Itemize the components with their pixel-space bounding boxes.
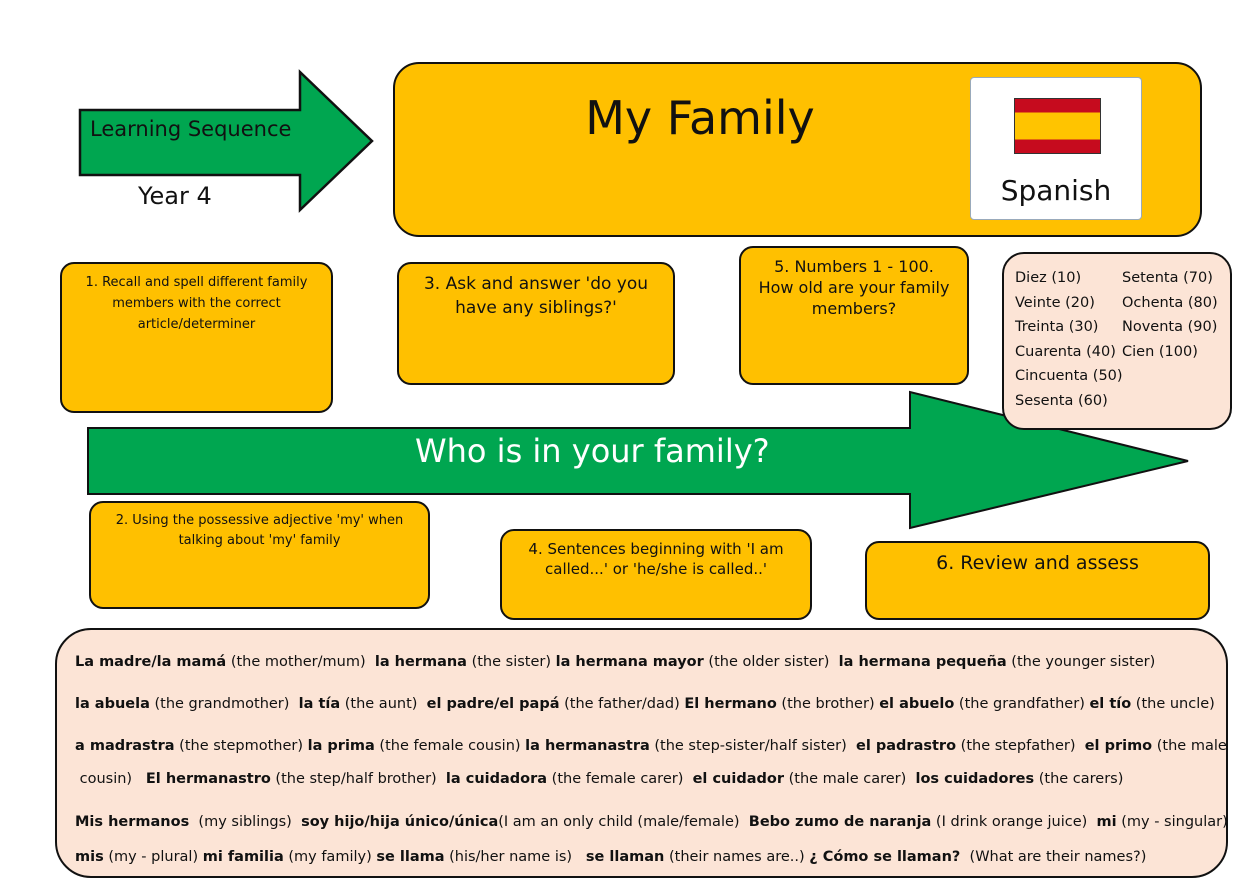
number-word: Cien (100) bbox=[1122, 343, 1198, 360]
vocab-spanish: a madrastra bbox=[75, 738, 175, 754]
vocab-spanish: el abuelo bbox=[879, 696, 955, 712]
step-5-box: 5. Numbers 1 - 100. How old are your fam… bbox=[739, 246, 969, 385]
page-title: My Family bbox=[585, 91, 815, 145]
vocab-english: (my - singular) bbox=[1116, 814, 1228, 830]
vocab-spanish: El hermano bbox=[684, 696, 777, 712]
vocab-spanish: ¿ Cómo se llaman? bbox=[809, 849, 961, 865]
number-word: Cincuenta (50) bbox=[1015, 368, 1123, 384]
vocab-spanish: el primo bbox=[1084, 738, 1153, 754]
number-word: Setenta (70) bbox=[1122, 270, 1213, 286]
step-5-text: 5. Numbers 1 - 100. How old are your fam… bbox=[758, 257, 950, 318]
vocab-english: (the step-sister/half sister) bbox=[649, 738, 857, 754]
vocab-english: (their names are..) bbox=[664, 849, 810, 865]
vocab-spanish: La madre/la mamá bbox=[75, 654, 227, 670]
step-3-text: 3. Ask and answer 'do you have any sibli… bbox=[423, 274, 649, 318]
number-word: Ochenta (80) bbox=[1122, 294, 1218, 311]
number-word: Noventa (90) bbox=[1122, 319, 1218, 335]
vocab-spanish: se llaman bbox=[585, 849, 665, 865]
vocab-english: (the grandmother) bbox=[149, 696, 299, 712]
main-arrow-label: Who is in your family? bbox=[415, 432, 770, 470]
language-card: Spanish bbox=[970, 77, 1142, 220]
learning-sequence-label: Learning Sequence bbox=[90, 117, 292, 141]
vocab-english: (the stepmother) bbox=[174, 738, 308, 754]
year-label: Year 4 bbox=[138, 182, 212, 210]
vocab-line: Mis hermanos (my siblings) soy hijo/hija… bbox=[75, 812, 1228, 833]
step-2-box: 2. Using the possessive adjective 'my' w… bbox=[89, 501, 430, 609]
vocab-english: (I drink orange juice) bbox=[931, 814, 1097, 830]
step-6-text: 6. Review and assess bbox=[936, 552, 1139, 574]
vocab-english: (my family) bbox=[283, 849, 377, 865]
vocab-english: (the younger sister) bbox=[1006, 654, 1156, 670]
vocab-line: la abuela (the grandmother) la tía (the … bbox=[75, 694, 1215, 715]
number-word: Sesenta (60) bbox=[1015, 392, 1108, 409]
vocab-english: (the mother/mum) bbox=[226, 654, 375, 670]
numbers-right-column: Setenta (70) Ochenta (80) Noventa (90) Cien… bbox=[1122, 266, 1218, 364]
learning-sequence-arrow bbox=[78, 69, 374, 213]
vocab-spanish: El hermanastro bbox=[145, 771, 271, 787]
number-word: Cuarenta (40) bbox=[1015, 343, 1116, 360]
step-4-box: 4. Sentences beginning with 'I am called… bbox=[500, 529, 812, 620]
vocab-spanish: la prima bbox=[307, 738, 375, 754]
vocab-english: cousin) bbox=[75, 771, 146, 787]
vocab-spanish: el padre/el papá bbox=[426, 696, 560, 712]
vocab-english: (the step/half brother) bbox=[270, 771, 446, 787]
vocab-english: (the sister) bbox=[466, 654, 556, 670]
vocab-english: (the grandfather) bbox=[954, 696, 1090, 712]
vocab-english: (my siblings) bbox=[189, 814, 302, 830]
vocab-english: (What are their names?) bbox=[960, 849, 1147, 865]
vocab-english: (the older sister) bbox=[703, 654, 839, 670]
vocab-spanish: la tía bbox=[298, 696, 341, 712]
vocab-english: (the carers) bbox=[1034, 771, 1124, 787]
step-3-box: 3. Ask and answer 'do you have any sibli… bbox=[397, 262, 675, 385]
vocab-line: La madre/la mamá (the mother/mum) la her… bbox=[75, 652, 1155, 673]
vocab-line: mis (my - plural) mi familia (my family)… bbox=[75, 847, 1146, 868]
vocab-line: a madrastra (the stepmother) la prima (t… bbox=[75, 736, 1227, 757]
vocabulary-panel: La madre/la mamá (the mother/mum) la her… bbox=[55, 628, 1228, 878]
vocab-spanish: se llama bbox=[376, 849, 445, 865]
vocab-english: (I am an only child (male/female) bbox=[498, 814, 749, 830]
vocab-spanish: Mis hermanos bbox=[75, 814, 190, 830]
vocab-english: (my - plural) bbox=[103, 849, 203, 865]
vocab-english: (the stepfather) bbox=[956, 738, 1085, 754]
vocab-english: (the father/dad) bbox=[559, 696, 685, 712]
number-word: Veinte (20) bbox=[1015, 294, 1095, 311]
spain-flag-icon bbox=[1014, 98, 1101, 154]
vocab-spanish: la hermana mayor bbox=[555, 654, 704, 670]
vocab-english: (the female cousin) bbox=[374, 738, 526, 754]
vocab-spanish: la cuidadora bbox=[445, 771, 548, 787]
vocab-english: (the male carer) bbox=[784, 771, 916, 787]
numbers-left-column: Diez (10) Veinte (20) Treinta (30) Cuarenta… bbox=[1015, 266, 1123, 413]
language-label: Spanish bbox=[1000, 174, 1112, 207]
vocab-spanish: el cuidador bbox=[692, 771, 784, 787]
vocab-spanish: soy hijo/hija único/única bbox=[301, 814, 499, 830]
vocab-english: (the aunt) bbox=[340, 696, 427, 712]
vocab-spanish: Bebo zumo de naranja bbox=[748, 814, 932, 830]
numbers-box: Diez (10) Veinte (20) Treinta (30) Cuarenta… bbox=[1002, 252, 1232, 430]
step-2-text: 2. Using the possessive adjective 'my' w… bbox=[115, 513, 404, 548]
number-word: Diez (10) bbox=[1015, 270, 1082, 286]
vocab-spanish: mis bbox=[75, 849, 104, 865]
vocab-spanish: el tío bbox=[1089, 696, 1132, 712]
step-6-box: 6. Review and assess bbox=[865, 541, 1210, 620]
vocab-spanish: la hermanastra bbox=[525, 738, 650, 754]
vocab-english: (the brother) bbox=[776, 696, 880, 712]
vocab-spanish: la hermana bbox=[374, 654, 467, 670]
step-1-text: 1. Recall and spell different family mem… bbox=[85, 275, 308, 332]
step-4-text: 4. Sentences beginning with 'I am called… bbox=[528, 540, 784, 578]
number-word: Treinta (30) bbox=[1015, 319, 1099, 335]
vocab-english: (the uncle) bbox=[1131, 696, 1215, 712]
main-sequence-arrow bbox=[87, 390, 1189, 530]
vocab-english: (his/her name is) bbox=[444, 849, 586, 865]
vocab-spanish: el padrastro bbox=[856, 738, 957, 754]
vocab-line: cousin) El hermanastro (the step/half br… bbox=[75, 769, 1124, 790]
vocab-spanish: la hermana pequeña bbox=[838, 654, 1007, 670]
vocab-spanish: mi familia bbox=[202, 849, 284, 865]
vocab-english: (the male bbox=[1152, 738, 1227, 754]
vocab-spanish: mi bbox=[1096, 814, 1117, 830]
vocab-spanish: los cuidadores bbox=[915, 771, 1035, 787]
vocab-spanish: la abuela bbox=[75, 696, 150, 712]
vocab-english: (the female carer) bbox=[547, 771, 693, 787]
title-banner: My Family Spanish bbox=[393, 62, 1202, 237]
step-1-box: 1. Recall and spell different family mem… bbox=[60, 262, 333, 413]
